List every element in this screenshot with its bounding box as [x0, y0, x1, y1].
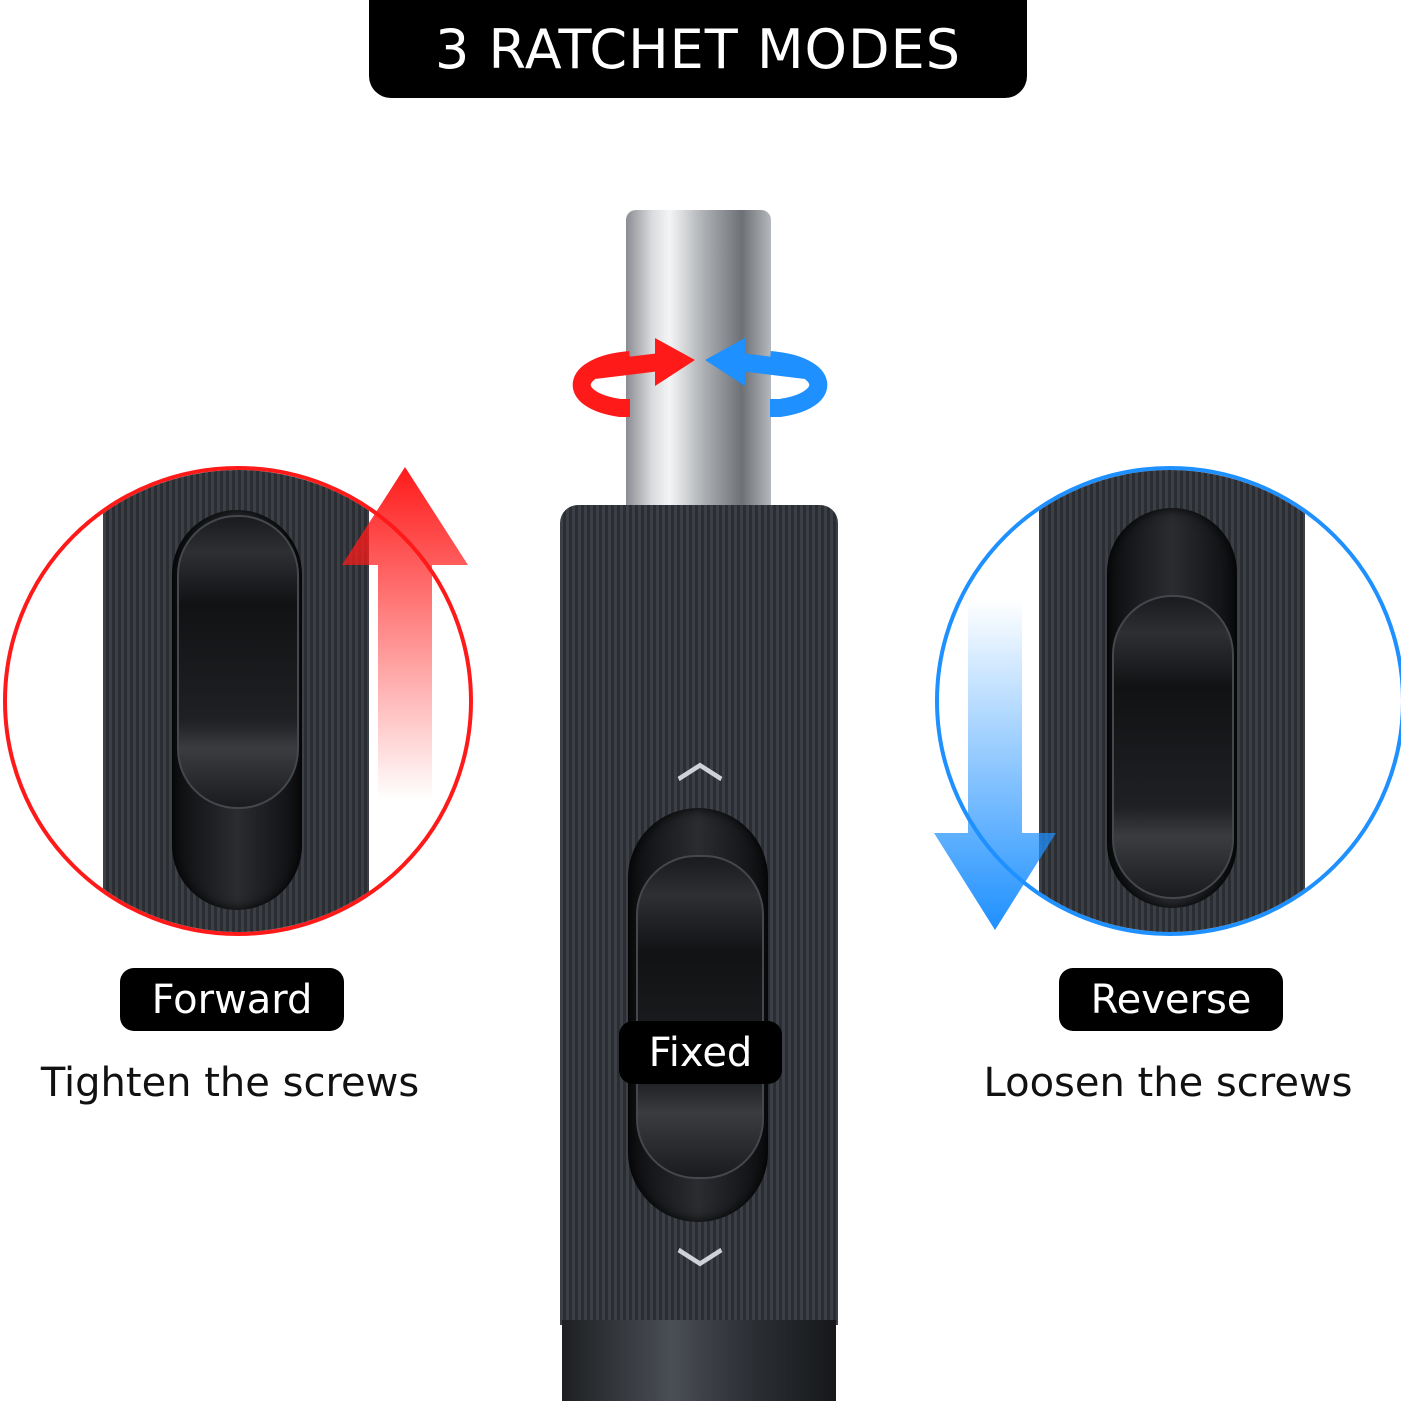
- fixed-label-text: Fixed: [648, 1029, 753, 1076]
- reverse-label-text: Reverse: [1090, 976, 1252, 1023]
- reverse-caption: Loosen the screws: [983, 1060, 1353, 1106]
- arrow-down-icon: [934, 600, 1056, 930]
- switch-forward-position: [177, 515, 299, 809]
- switch-reverse-position: [1112, 595, 1234, 899]
- title-banner: 3 RATCHET MODES: [369, 0, 1027, 98]
- forward-label: Forward: [120, 968, 344, 1031]
- forward-caption: Tighten the screws: [40, 1060, 420, 1106]
- rotation-arrows-icon: [572, 338, 828, 417]
- chevron-down-icon: ﹀: [677, 1244, 723, 1298]
- forward-label-text: Forward: [151, 976, 313, 1023]
- mode-switch[interactable]: [636, 855, 764, 1179]
- arrow-up-icon: [342, 467, 468, 800]
- title-text: 3 RATCHET MODES: [434, 17, 962, 81]
- handle-base: [562, 1320, 836, 1401]
- chevron-up-icon: ︿: [677, 734, 723, 788]
- fixed-label: Fixed: [619, 1021, 782, 1084]
- reverse-label: Reverse: [1059, 968, 1283, 1031]
